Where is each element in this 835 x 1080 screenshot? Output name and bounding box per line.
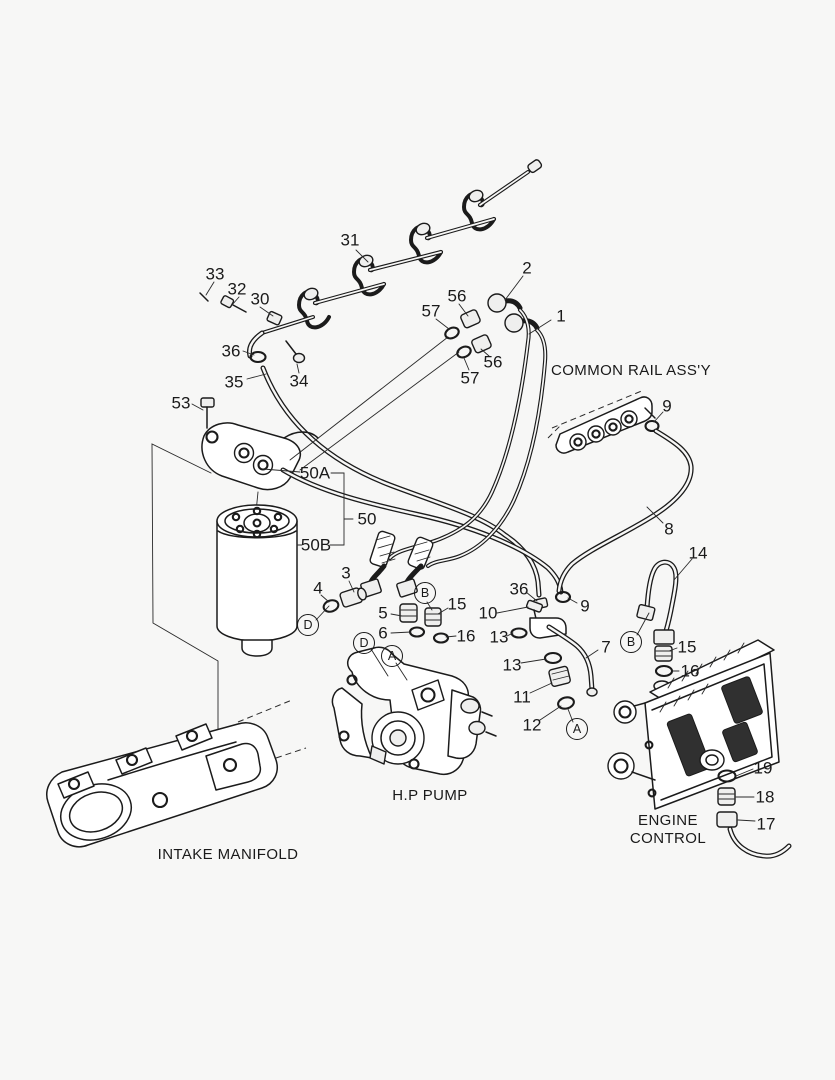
mount-projection-lines	[151, 336, 460, 769]
callout-9-14: 9	[662, 396, 672, 416]
injection-pipe-assembly	[260, 159, 543, 335]
ecu-drain-group	[716, 769, 792, 859]
callout-9-29: 9	[580, 596, 590, 616]
engine-control-unit	[607, 639, 780, 810]
callout-12-33: 12	[522, 715, 542, 735]
circled-callout-D-2: D	[353, 632, 375, 654]
callout-17-38: 17	[756, 814, 776, 834]
callout-3-20: 3	[341, 563, 351, 583]
callout-33-1: 33	[205, 264, 225, 284]
label-common-rail: COMMON RAIL ASS'Y	[551, 362, 711, 379]
label-intake-manifold: INTAKE MANIFOLD	[157, 846, 299, 863]
leader-lines	[191, 249, 756, 822]
callout-10-27: 10	[478, 603, 498, 623]
intake-manifold	[46, 699, 307, 848]
callout-53-7: 53	[171, 393, 191, 413]
callout-7-31: 7	[601, 637, 611, 657]
label-hp-pump: H.P PUMP	[392, 787, 468, 804]
callout-6-23: 6	[378, 623, 388, 643]
circled-callout-B-1: B	[414, 582, 436, 604]
callout-57-13: 57	[460, 368, 480, 388]
pump-fittings	[322, 587, 450, 644]
label-engine-control-line1: ENGINE	[638, 812, 698, 829]
filter-group-bracket	[262, 468, 354, 546]
callout-14-16: 14	[688, 543, 708, 563]
callout-30-3: 30	[250, 289, 270, 309]
callout-1-11: 1	[556, 306, 566, 326]
common-rail	[547, 389, 694, 594]
circled-callout-B-5: B	[620, 631, 642, 653]
callout-16-35: 16	[680, 661, 700, 681]
callout-56-10: 56	[447, 286, 467, 306]
callout-35-5: 35	[224, 372, 244, 392]
callout-19-36: 19	[753, 758, 773, 778]
return-cluster	[510, 590, 598, 710]
callout-15-24: 15	[447, 594, 467, 614]
callout-36-26: 36	[509, 579, 529, 599]
callout-13-30: 13	[502, 655, 522, 675]
callout-50B-19: 50B	[300, 535, 332, 555]
callout-36-4: 36	[221, 341, 241, 361]
fuel-filter	[216, 504, 298, 657]
supply-pipes	[360, 293, 548, 598]
callout-15-34: 15	[677, 637, 697, 657]
callout-32-2: 32	[227, 279, 247, 299]
callout-31-0: 31	[340, 230, 360, 250]
callout-56-12: 56	[483, 352, 503, 372]
circled-callout-A-3: A	[381, 645, 403, 667]
callout-8-15: 8	[664, 519, 674, 539]
braided-section-right	[396, 536, 434, 598]
callout-50-18: 50	[357, 509, 377, 529]
circled-callout-A-4: A	[566, 718, 588, 740]
ecu-supply-hose	[636, 559, 679, 692]
callout-13-28: 13	[489, 627, 509, 647]
callout-50A-17: 50A	[299, 463, 331, 483]
callout-2-8: 2	[522, 258, 532, 278]
callout-16-25: 16	[456, 626, 476, 646]
callout-4-21: 4	[313, 578, 323, 598]
braided-section-left	[360, 530, 396, 598]
circled-callout-D-0: D	[297, 614, 319, 636]
callout-11-32: 11	[513, 687, 531, 707]
hp-pump	[331, 646, 497, 776]
callout-57-9: 57	[421, 301, 441, 321]
callout-34-6: 34	[289, 371, 309, 391]
callout-18-37: 18	[755, 787, 775, 807]
callout-5-22: 5	[378, 603, 388, 623]
label-engine-control-line2: CONTROL	[629, 830, 707, 847]
